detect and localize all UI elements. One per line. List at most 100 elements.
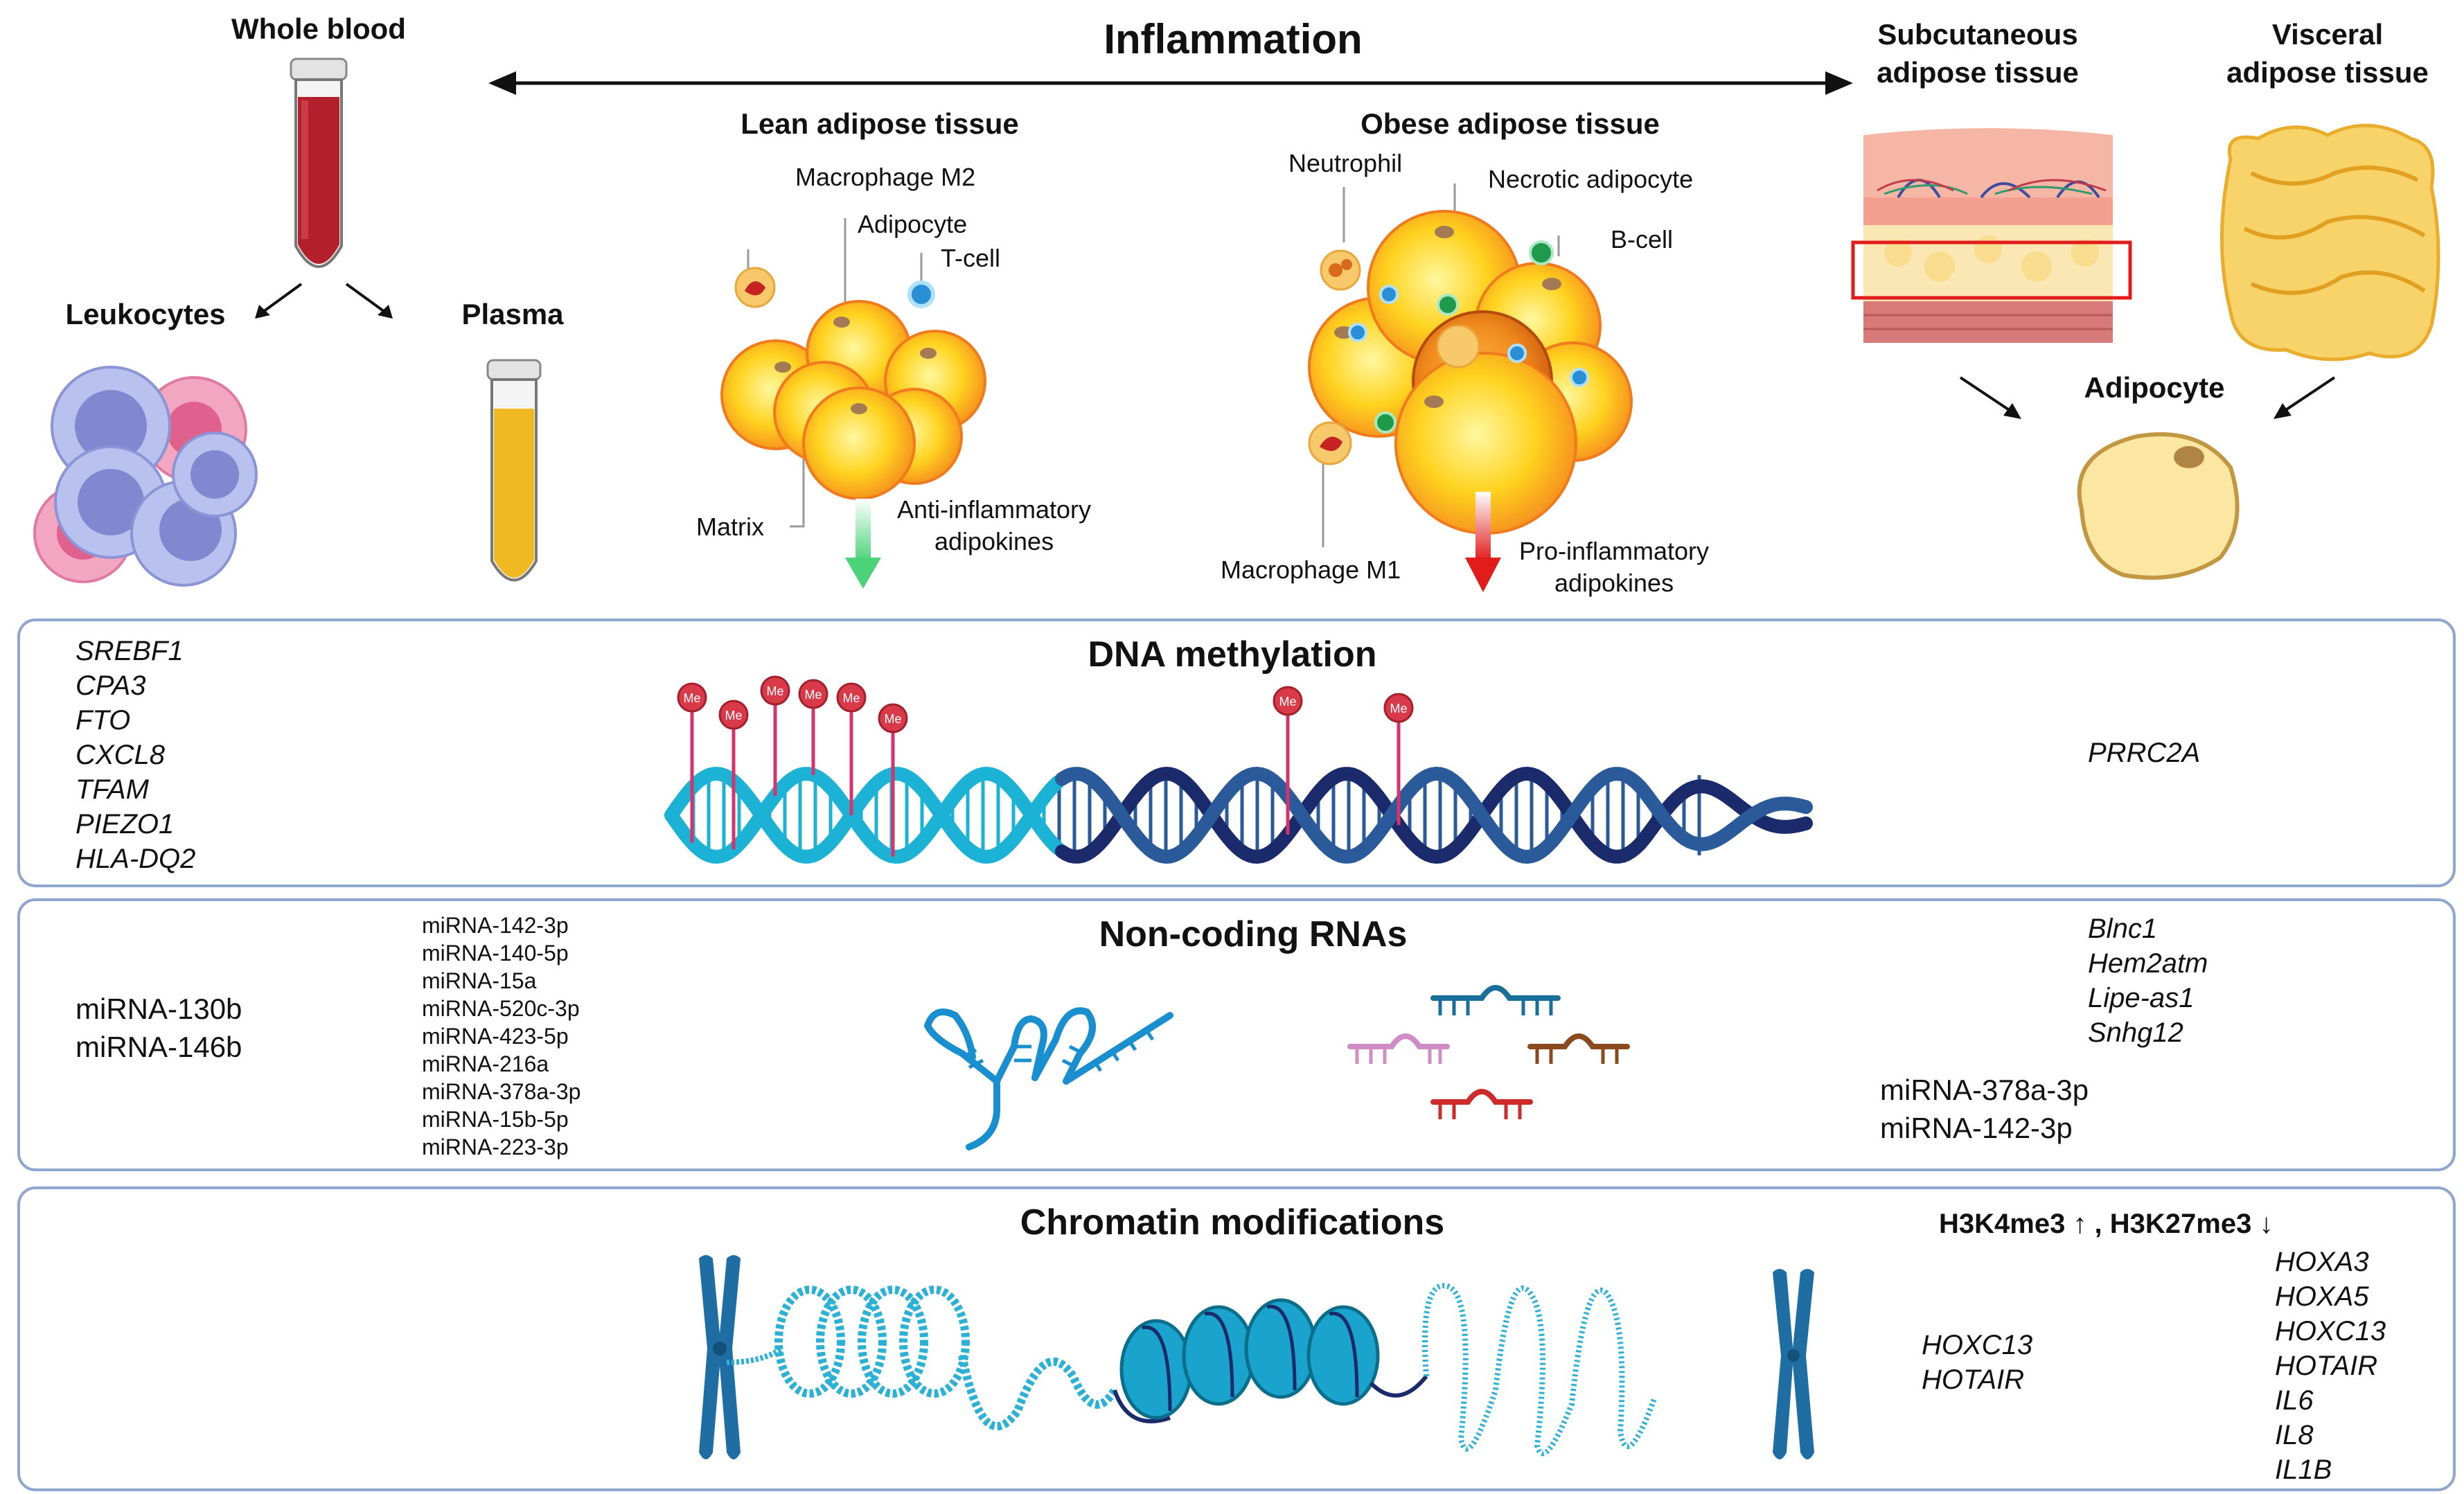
- chromatin-panel: Chromatin modifications H3K4me3 ↑ , H3K2…: [17, 1186, 2456, 1491]
- chromatin-title: Chromatin modifications: [1020, 1202, 1445, 1243]
- methyl-group-icon: [677, 682, 707, 713]
- lncrna-item: Lipe-as1: [2088, 983, 2195, 1013]
- gene-item: HOXC13: [1922, 1330, 2033, 1360]
- adipocyte-heading: Adipocyte: [2084, 371, 2225, 404]
- histone-marks-label: H3K4me3 ↑ , H3K27me3 ↓: [1939, 1209, 2274, 1239]
- inflammation-title: Inflammation: [1104, 16, 1363, 62]
- left-mirna-list: miRNA-130b miRNA-146b: [76, 990, 242, 1066]
- right-lncrna-list: Blnc1 Hem2atm Lipe-as1 Snhg12: [2088, 911, 2208, 1050]
- mirna-item: miRNA-520c-3p: [422, 996, 580, 1021]
- chromosome-left-icon: [699, 1255, 741, 1459]
- skin-layers-illustration: [1851, 128, 2132, 343]
- gene-item: HOXA3: [2275, 1247, 2369, 1277]
- mirna-item: miRNA-146b: [76, 1031, 242, 1063]
- lean-adipose-heading: Lean adipose tissue: [741, 107, 1019, 140]
- chromatin-right-gene-list: HOXA3 HOXA5 HOXC13 HOTAIR IL6 IL8 IL1B: [2275, 1245, 2386, 1487]
- gene-item: CPA3: [76, 670, 146, 701]
- methyl-group-icon: [798, 679, 828, 709]
- subcutaneous-heading: Subcutaneous adipose tissue: [1877, 18, 2079, 89]
- gene-item: FTO: [76, 705, 131, 736]
- chromatin-illustration: [699, 1255, 1814, 1459]
- mirna-item: miRNA-223-3p: [422, 1135, 569, 1159]
- leukocytes-cluster-icon: [33, 366, 258, 587]
- b-cell-label: B-cell: [1611, 225, 1674, 254]
- methyl-label: Me: [804, 688, 822, 702]
- methyl-group-icon: [836, 682, 867, 713]
- mid-mirna-list: miRNA-142-3p miRNA-140-5p miRNA-15a miRN…: [422, 911, 580, 1161]
- mirna-item: miRNA-216a: [422, 1051, 549, 1076]
- hairpin-rna-icon: [923, 1007, 1173, 1150]
- lean-adipocyte-label: Adipocyte: [858, 210, 968, 238]
- methyl-group-icon: [1383, 693, 1414, 723]
- chromosome-right-icon: [1773, 1269, 1814, 1459]
- dna-left-gene-list: SREBF1 CPA3 FTO CXCL8 TFAM PIEZO1 HLA-DQ…: [76, 634, 195, 876]
- lean-adipose-illustration: [720, 218, 986, 589]
- methyl-group-icon: [878, 703, 908, 733]
- necrotic-adipocyte-label: Necrotic adipocyte: [1488, 165, 1694, 193]
- methyl-label: Me: [842, 691, 860, 705]
- gene-item: TFAM: [76, 774, 149, 805]
- mirna-item: miRNA-140-5p: [422, 941, 569, 966]
- mirna-item: miRNA-130b: [76, 993, 242, 1025]
- anti-inflammatory-label: Anti-inflammatory adipokines: [896, 495, 1092, 555]
- adipocyte-cell-icon: [2077, 432, 2240, 580]
- lncrna-item: Snhg12: [2088, 1017, 2183, 1048]
- methyl-group-icon: [760, 675, 790, 706]
- whole-blood-tube-icon: [290, 57, 348, 268]
- plasma-label: Plasma: [461, 298, 564, 330]
- mirna-duplex-icons: [1347, 985, 1630, 1119]
- gene-item: HOTAIR: [1922, 1364, 2025, 1395]
- dna-strand-dark: [1055, 766, 1813, 864]
- matrix-label: Matrix: [696, 513, 764, 541]
- right-mirna-list: miRNA-378a-3p miRNA-142-3p: [1880, 1071, 2089, 1147]
- dna-methylation-panel: DNA methylation SREBF1 CPA3 FTO CXCL8 TF…: [17, 619, 2456, 887]
- gene-item: HLA-DQ2: [76, 844, 196, 874]
- plasma-tube-icon: [486, 359, 542, 582]
- mirna-item: miRNA-15a: [422, 968, 537, 993]
- dna-strand-light: [664, 766, 1065, 864]
- mirna-item: miRNA-423-5p: [422, 1024, 569, 1049]
- gene-item: HOTAIR: [2275, 1351, 2378, 1381]
- to-adipocyte-arrows: [1959, 376, 2336, 419]
- neutrophil-label: Neutrophil: [1288, 149, 1403, 177]
- obese-adipose-heading: Obese adipose tissue: [1360, 107, 1660, 140]
- whole-blood-label: Whole blood: [231, 12, 406, 45]
- noncoding-rna-title: Non-coding RNAs: [1099, 914, 1408, 954]
- gene-item: IL6: [2275, 1385, 2314, 1416]
- gene-item: CXCL8: [76, 740, 165, 770]
- subcutaneous-highlight-box: [1851, 240, 2132, 300]
- methyl-label: Me: [884, 712, 901, 726]
- gene-item: IL1B: [2275, 1455, 2332, 1485]
- lncrna-item: Blnc1: [2088, 914, 2158, 944]
- visceral-heading: Visceral adipose tissue: [2226, 18, 2429, 89]
- lncrna-item: Hem2atm: [2088, 948, 2208, 979]
- macrophage-m1-label: Macrophage M1: [1221, 555, 1401, 584]
- inflammation-double-arrow: [488, 71, 1853, 95]
- gene-item: IL8: [2275, 1420, 2314, 1450]
- dna-strand-dark: [1055, 766, 1813, 864]
- obese-adipose-illustration: [1308, 184, 1633, 592]
- visceral-fat-illustration: [2220, 123, 2440, 362]
- macrophage-m2-label: Macrophage M2: [795, 163, 976, 191]
- methyl-label: Me: [683, 691, 700, 705]
- gene-item: SREBF1: [76, 636, 184, 666]
- gene-item: PIEZO1: [76, 809, 175, 839]
- mirna-item: miRNA-378a-3p: [422, 1079, 581, 1104]
- mirna-item: miRNA-378a-3p: [1880, 1074, 2089, 1106]
- mirna-item: miRNA-142-3p: [422, 913, 569, 938]
- gene-item: HOXA5: [2275, 1281, 2369, 1312]
- pro-inflammatory-label: Pro-inflammatory adipokines: [1518, 537, 1710, 597]
- methyl-label: Me: [1279, 695, 1296, 709]
- methyl-label: Me: [1390, 702, 1407, 715]
- dna-methylation-title: DNA methylation: [1088, 634, 1377, 675]
- chromatin-mid-gene-list: HOXC13 HOTAIR: [1922, 1328, 2032, 1397]
- methyl-group-icon: [718, 700, 749, 730]
- t-cell-label: T-cell: [941, 244, 1001, 272]
- mirna-item: miRNA-15b-5p: [422, 1107, 569, 1132]
- mirna-item: miRNA-142-3p: [1880, 1112, 2073, 1144]
- noncoding-rna-panel: Non-coding RNAs miRNA-130b miRNA-146b mi…: [17, 898, 2456, 1171]
- methyl-group-icon: [1273, 686, 1303, 716]
- dna-right-gene: PRRC2A: [2088, 738, 2201, 768]
- dna-strand-light: [664, 766, 1065, 864]
